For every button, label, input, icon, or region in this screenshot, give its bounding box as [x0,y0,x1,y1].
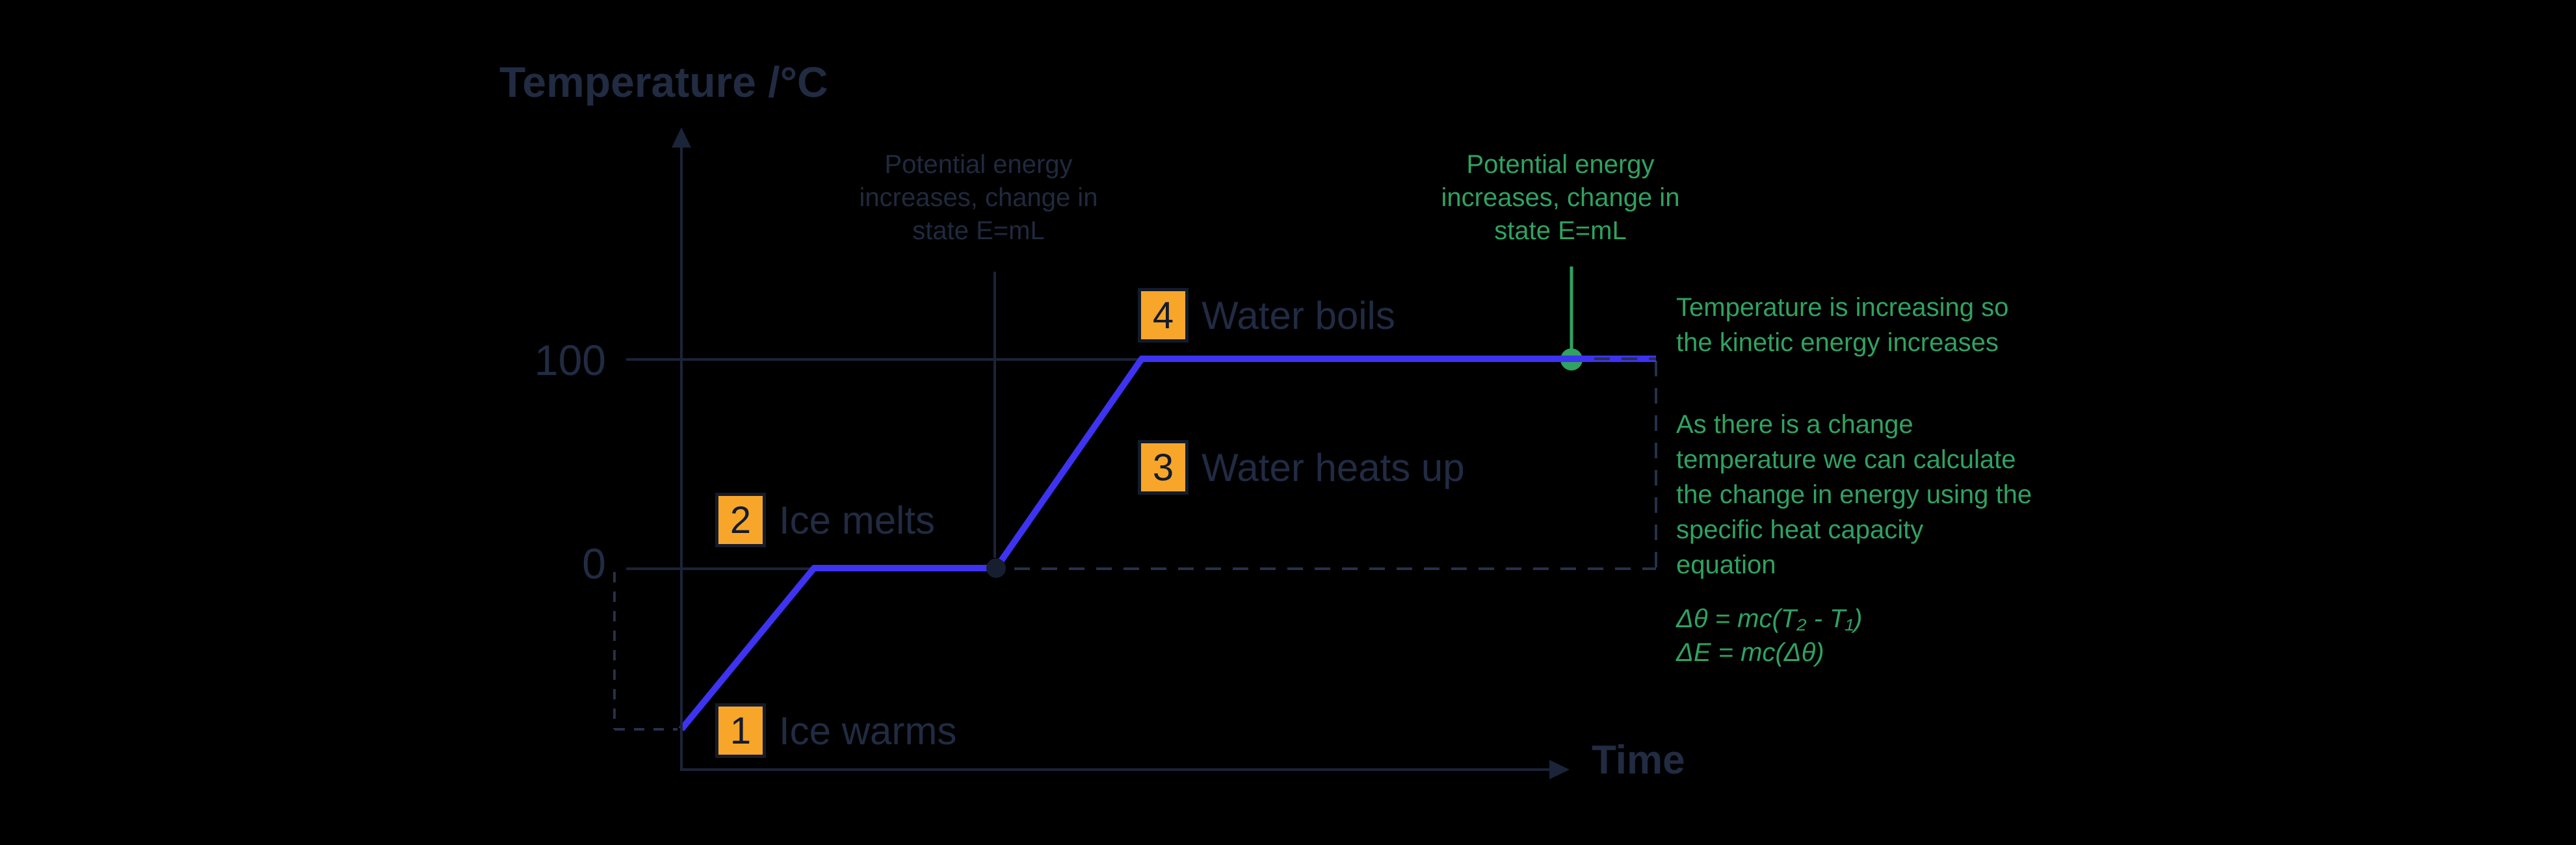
latent-heat-note-boiling: Potential energy increases, change in st… [1441,150,1680,245]
y-axis-title: Temperature /°C [499,58,828,106]
specific-heat-capacity-note: As there is a change temperature we can … [1676,410,2032,579]
stage-badge-4: 4 [1138,288,1189,343]
x-axis-arrowhead [1549,760,1570,779]
stage-badge-1: 1 [715,703,766,758]
latent-heat-note-melting: Potential energy increases, change in st… [859,150,1098,245]
stage-label-water-boils: Water boils [1202,293,1395,337]
y-axis-arrowhead [672,127,691,148]
tick-label-100: 100 [534,336,606,384]
start-temp-dashed-guide [613,572,677,731]
stage-label-water-heats-up: Water heats up [1202,445,1465,489]
stage-label-ice-warms: Ice warms [779,708,957,753]
kinetic-energy-note: Temperature is increasing so the kinetic… [1676,293,2009,357]
stage-badge-2: 2 [715,493,766,547]
tick-label-0: 0 [582,540,606,588]
melt-point-marker [986,558,1006,578]
heat-equations: Δθ = mc(T₂ - T₁) ΔE = mc(Δθ) [1676,604,1863,667]
stage-label-ice-melts: Ice melts [779,498,936,542]
stage-badge-3: 3 [1138,440,1189,495]
x-axis-title: Time [1592,738,1685,783]
